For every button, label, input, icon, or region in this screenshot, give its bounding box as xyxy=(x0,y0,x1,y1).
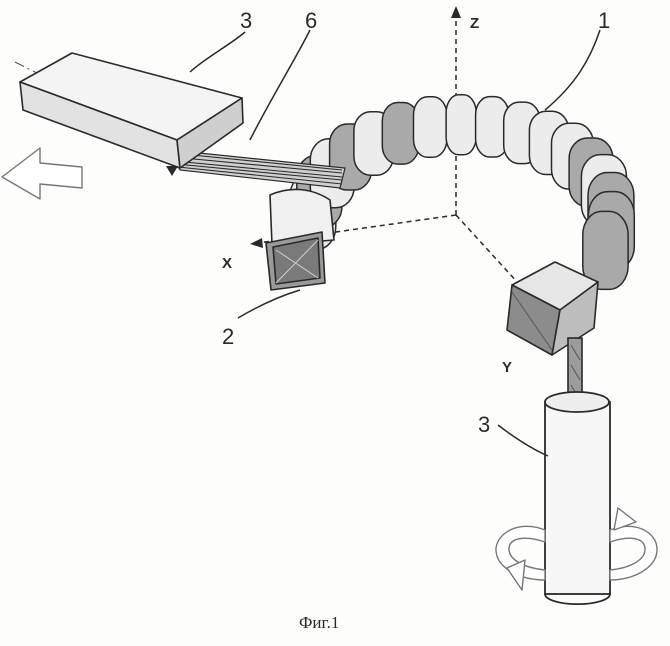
end-block-right xyxy=(506,261,599,356)
figure-caption: Фиг.1 xyxy=(299,613,339,632)
body-segment xyxy=(582,210,629,291)
label-segmented-body: 1 xyxy=(598,8,610,33)
flat-actuator xyxy=(19,52,244,176)
axis-label-y: Y xyxy=(502,359,512,376)
end-block-left xyxy=(265,188,335,291)
label-cylinder-actuator: 3 xyxy=(478,412,490,437)
segmented-body xyxy=(289,94,636,291)
label-end-block: 2 xyxy=(222,324,234,349)
rotation-arrow-icon xyxy=(495,507,658,591)
axis-label-z: Z xyxy=(470,15,479,32)
cylinder-actuator xyxy=(544,391,611,606)
label-fibers: 6 xyxy=(305,8,317,33)
leader-lines xyxy=(189,29,601,457)
body-segment xyxy=(445,94,477,156)
axis-label-x: X xyxy=(222,255,232,272)
z-axis-arrow xyxy=(451,6,461,18)
label-flat-actuator: 3 xyxy=(240,8,252,33)
body-segment xyxy=(412,96,448,158)
x-axis-arrow xyxy=(250,238,263,248)
left-arrow-icon xyxy=(1,147,83,200)
